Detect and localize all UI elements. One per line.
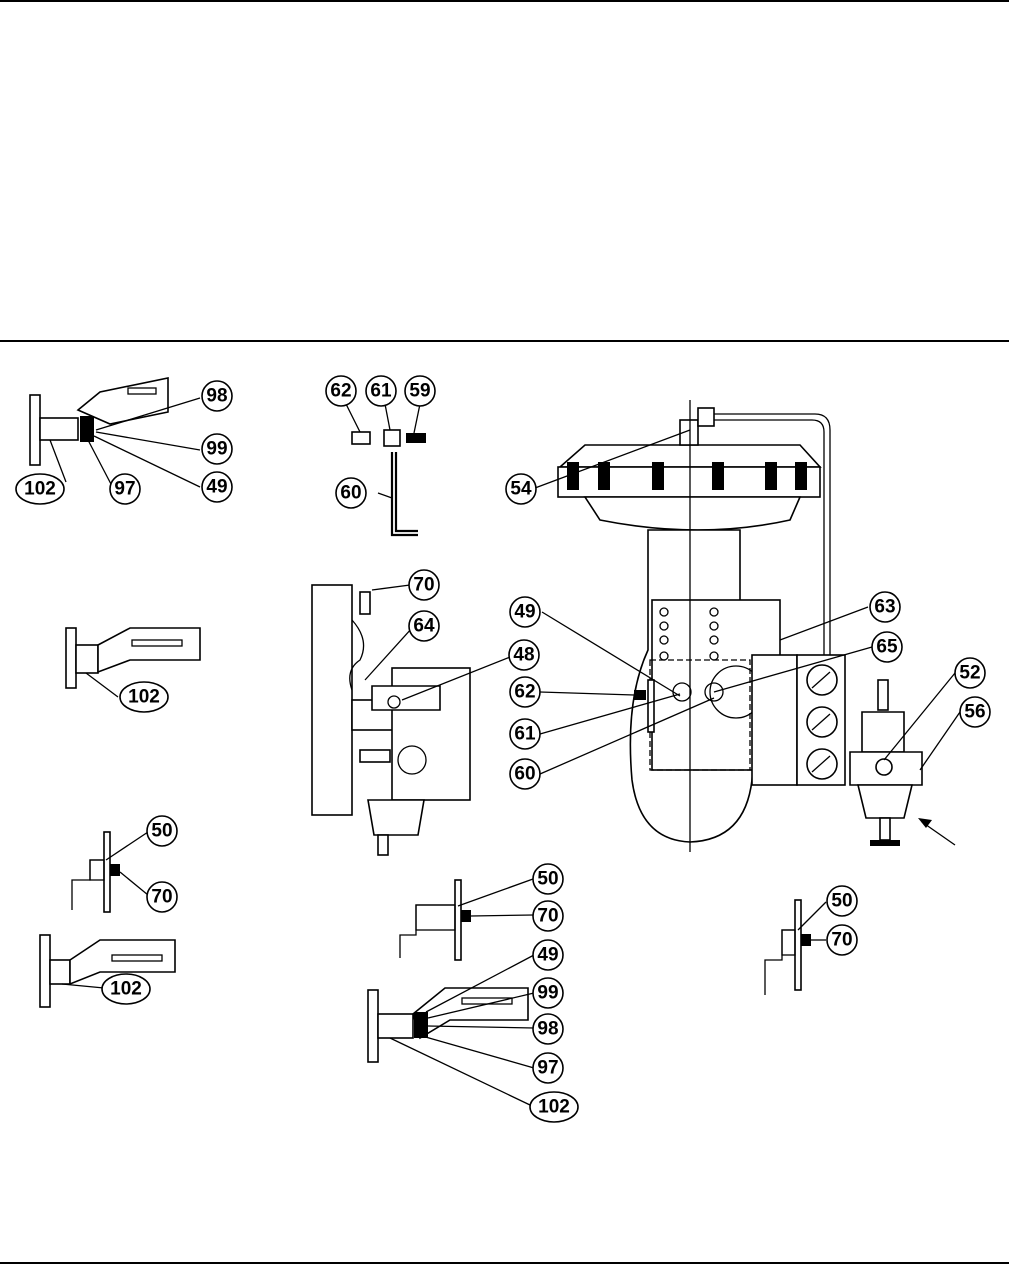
svg-text:59: 59 <box>409 381 430 402</box>
bracket-variant-d <box>367 954 535 1106</box>
svg-text:62: 62 <box>514 682 535 703</box>
callout-102: 102 <box>119 681 169 713</box>
svg-text:50: 50 <box>151 821 172 842</box>
svg-text:70: 70 <box>413 575 434 596</box>
callout-49: 49 <box>201 471 233 503</box>
callout-50: 50 <box>826 885 858 917</box>
svg-text:64: 64 <box>413 616 435 637</box>
svg-text:61: 61 <box>514 724 536 745</box>
svg-text:52: 52 <box>959 663 980 684</box>
callout-64: 64 <box>408 610 440 642</box>
svg-text:102: 102 <box>24 479 56 500</box>
svg-text:70: 70 <box>831 930 852 951</box>
svg-text:102: 102 <box>110 979 142 1000</box>
callout-62: 62 <box>325 375 357 407</box>
svg-text:50: 50 <box>831 891 852 912</box>
callout-70: 70 <box>408 569 440 601</box>
callout-61: 61 <box>509 718 541 750</box>
actuator-assembly <box>557 400 956 852</box>
bracket-assembly-a <box>29 377 201 488</box>
callout-70: 70 <box>146 881 178 913</box>
svg-text:62: 62 <box>330 381 351 402</box>
svg-text:65: 65 <box>876 637 898 658</box>
callout-52: 52 <box>954 657 986 689</box>
svg-text:102: 102 <box>538 1097 570 1118</box>
callout-99: 99 <box>532 977 564 1009</box>
callout-60: 60 <box>509 758 541 790</box>
svg-text:48: 48 <box>513 645 534 666</box>
callout-59: 59 <box>404 375 436 407</box>
plate-holes <box>659 607 719 661</box>
top-rule <box>0 0 1009 2</box>
callout-70: 70 <box>826 924 858 956</box>
callout-99: 99 <box>201 433 233 465</box>
svg-text:49: 49 <box>537 945 558 966</box>
svg-text:61: 61 <box>370 381 392 402</box>
callout-62: 62 <box>509 676 541 708</box>
callout-50: 50 <box>532 863 564 895</box>
svg-text:98: 98 <box>206 386 227 407</box>
callout-98: 98 <box>532 1013 564 1045</box>
svg-text:70: 70 <box>537 906 558 927</box>
callout-50: 50 <box>146 815 178 847</box>
callout-65: 65 <box>871 631 903 663</box>
callout-70: 70 <box>532 900 564 932</box>
callout-49: 49 <box>532 939 564 971</box>
callout-63: 63 <box>869 591 901 623</box>
mid-rule <box>0 340 1009 342</box>
svg-text:56: 56 <box>964 702 985 723</box>
svg-text:49: 49 <box>206 477 227 498</box>
flange-b <box>399 878 534 961</box>
callout-98: 98 <box>201 380 233 412</box>
callout-61: 61 <box>365 375 397 407</box>
svg-text:49: 49 <box>514 602 535 623</box>
callout-97: 97 <box>532 1052 564 1084</box>
positioner-side-view <box>311 584 511 856</box>
svg-text:102: 102 <box>128 687 160 708</box>
casing-bolts <box>567 462 807 490</box>
callout-102: 102 <box>15 473 65 505</box>
svg-text:98: 98 <box>537 1019 558 1040</box>
svg-text:99: 99 <box>537 983 558 1004</box>
svg-text:70: 70 <box>151 887 172 908</box>
bottom-rule <box>0 1262 1009 1264</box>
callout-97: 97 <box>109 473 141 505</box>
callout-102: 102 <box>101 973 151 1005</box>
svg-text:97: 97 <box>114 479 135 500</box>
svg-text:63: 63 <box>874 597 895 618</box>
fittings-group <box>344 401 426 537</box>
svg-text:60: 60 <box>340 483 361 504</box>
callout-60: 60 <box>335 477 367 509</box>
bracket-variant-c <box>39 934 176 1008</box>
bracket-variant-b <box>65 627 201 698</box>
svg-text:50: 50 <box>537 869 558 890</box>
svg-text:97: 97 <box>537 1058 558 1079</box>
callout-54: 54 <box>505 473 537 505</box>
callout-49: 49 <box>509 596 541 628</box>
callout-48: 48 <box>508 639 540 671</box>
svg-text:54: 54 <box>510 479 532 500</box>
svg-text:99: 99 <box>206 439 227 460</box>
callout-102: 102 <box>529 1091 579 1123</box>
flange-a <box>71 831 149 913</box>
svg-text:60: 60 <box>514 764 535 785</box>
leader-lines <box>534 429 961 775</box>
callout-56: 56 <box>959 696 991 728</box>
flange-c <box>764 899 827 995</box>
